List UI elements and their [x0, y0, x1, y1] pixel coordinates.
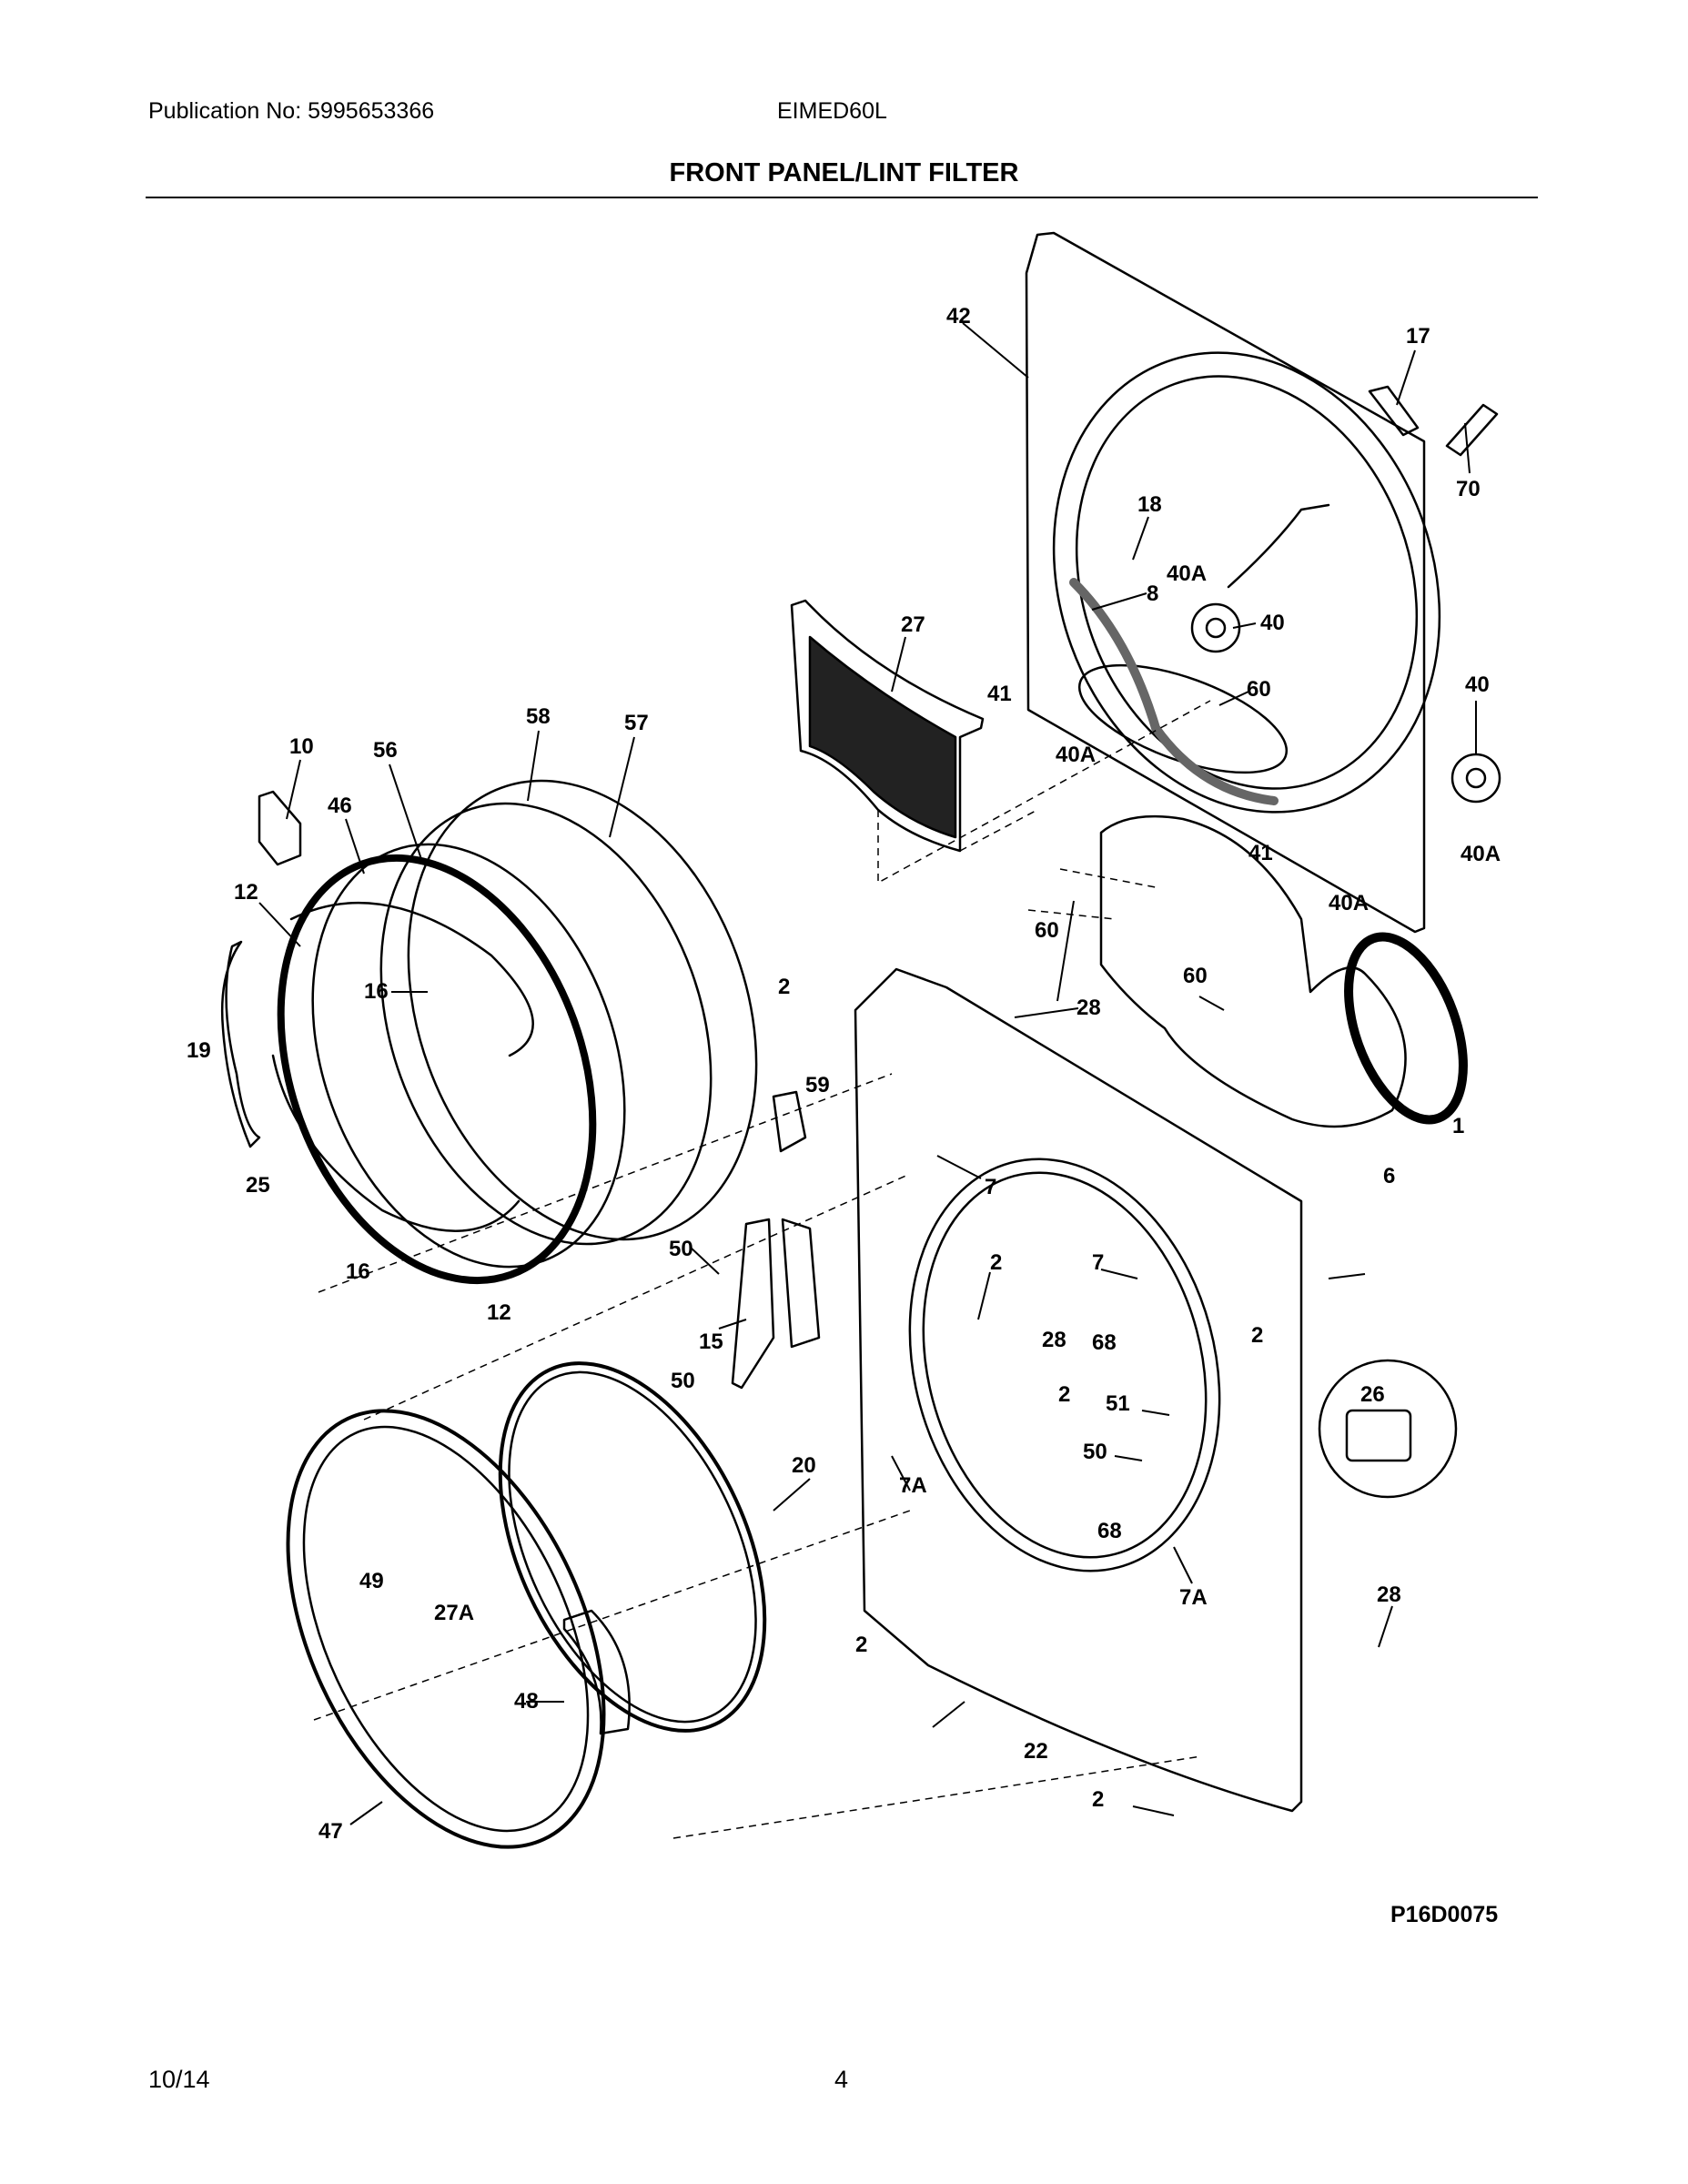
- callout: 50: [671, 1369, 695, 1393]
- callout: 46: [328, 794, 352, 818]
- callout: 51: [1106, 1391, 1130, 1416]
- diagram-code: P16D0075: [1390, 1902, 1499, 1927]
- callout: 50: [669, 1237, 693, 1261]
- callout: 2: [855, 1633, 867, 1657]
- door-outer-ring: [286, 1409, 606, 1849]
- bulkhead-drum-opening: [1052, 351, 1441, 814]
- lint-screen-housing: [1077, 663, 1289, 774]
- callout: 20: [792, 1453, 816, 1478]
- callout: 28: [1076, 996, 1101, 1020]
- callout: 18: [1137, 492, 1162, 517]
- front-bulkhead-shell: [407, 779, 758, 1241]
- callout: 68: [1097, 1519, 1122, 1543]
- callout: 15: [699, 1330, 723, 1354]
- drum-roller: [1190, 602, 1241, 653]
- callout: 40A: [1167, 561, 1207, 586]
- page-number: 4: [834, 2066, 849, 2093]
- callout: 16: [364, 979, 389, 1004]
- callout: 56: [373, 738, 398, 763]
- callout: 48: [514, 1689, 539, 1714]
- callout: 19: [187, 1038, 211, 1063]
- callout: 60: [1247, 677, 1271, 702]
- callout: 7: [1092, 1250, 1104, 1275]
- callout: 7: [985, 1175, 996, 1199]
- callout: 10: [289, 734, 314, 759]
- callout: 28: [1042, 1328, 1066, 1352]
- duct-seal: [1344, 932, 1468, 1125]
- callout: 41: [987, 682, 1012, 706]
- callout: 68: [1092, 1330, 1117, 1355]
- page-title: FRONT PANEL/LINT FILTER: [669, 158, 1019, 187]
- callout: 12: [234, 880, 258, 905]
- drum-roller: [1450, 753, 1501, 804]
- callout-labels: 42 17 70 18 40A 8 40 27 41 40A 60 40 10 …: [187, 304, 1501, 1844]
- header-rule: [146, 197, 1538, 198]
- callout: 47: [318, 1819, 343, 1844]
- callout: 6: [1383, 1164, 1395, 1188]
- callout: 25: [246, 1173, 270, 1198]
- callout: 2: [1058, 1382, 1070, 1407]
- callout: 40A: [1056, 743, 1096, 767]
- callout: 60: [1035, 918, 1059, 943]
- exhaust-duct: [1099, 814, 1407, 1128]
- callout: 7A: [899, 1473, 927, 1498]
- footer-date: 10/14: [148, 2066, 210, 2093]
- callout: 60: [1183, 964, 1208, 988]
- drum-felt-seal: [277, 854, 597, 1285]
- callout: 58: [526, 704, 551, 729]
- callout: 1: [1452, 1114, 1464, 1138]
- model-number: EIMED60L: [777, 98, 887, 124]
- callout: 59: [805, 1073, 830, 1097]
- callout: 40A: [1329, 891, 1369, 915]
- callout: 2: [1092, 1787, 1104, 1812]
- callout: 7A: [1179, 1585, 1208, 1610]
- callout: 2: [778, 975, 790, 999]
- callout: 28: [1377, 1582, 1401, 1607]
- callout: 12: [487, 1300, 511, 1325]
- callout: 42: [946, 304, 971, 329]
- callout: 41: [1248, 841, 1273, 865]
- publication-number: Publication No: 5995653366: [148, 98, 435, 124]
- front-panel: [854, 967, 1303, 1813]
- callout: 2: [1251, 1323, 1263, 1348]
- callout: 50: [1083, 1440, 1107, 1464]
- bulkhead-panel: [1025, 231, 1426, 934]
- callout: 57: [624, 711, 649, 735]
- callout: 8: [1147, 581, 1158, 606]
- callout: 49: [359, 1569, 384, 1593]
- callout: 27A: [434, 1601, 474, 1625]
- callout: 26: [1360, 1382, 1385, 1407]
- callout: 16: [346, 1259, 370, 1284]
- lint-filter: [790, 599, 985, 853]
- door-gasket: [498, 1361, 767, 1733]
- callout: 40A: [1461, 842, 1501, 866]
- callout: 2: [990, 1250, 1002, 1275]
- callout: 40: [1260, 611, 1285, 635]
- callout: 40: [1465, 672, 1490, 697]
- callout: 70: [1456, 477, 1481, 501]
- door-opening: [908, 1158, 1221, 1572]
- callout: 27: [901, 612, 925, 637]
- callout: 17: [1406, 324, 1430, 349]
- callout: 22: [1024, 1739, 1048, 1764]
- door-switch-inset: [1318, 1359, 1458, 1499]
